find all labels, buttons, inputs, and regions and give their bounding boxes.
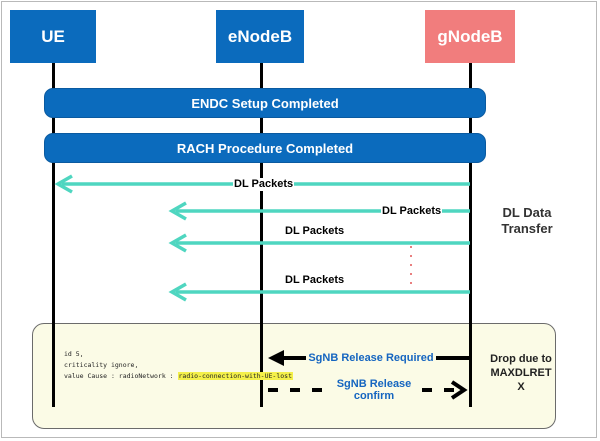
log-line-3: value Cause : radioNetwork : radio-conne… xyxy=(64,371,293,382)
release-confirm-line2: confirm xyxy=(353,390,395,402)
dl-data-transfer-label: DL Data Transfer xyxy=(490,205,564,237)
dl-arrow-3 xyxy=(168,233,470,253)
lifeline-gnodeb xyxy=(469,63,472,407)
rach-procedure-banner: RACH Procedure Completed xyxy=(44,133,486,163)
log-line-3-prefix: value Cause : radioNetwork : xyxy=(64,372,178,380)
dl-packets-label-3: DL Packets xyxy=(284,225,346,238)
dl-packets-label-2: DL Packets xyxy=(381,205,443,218)
sgnb-release-required-label: SgNB Release Required xyxy=(306,352,436,364)
dl-arrow-4 xyxy=(168,282,470,302)
release-region xyxy=(32,323,556,429)
entity-gnodeb: gNodeB xyxy=(425,10,515,63)
cause-highlight: radio-connection-with-UE-lost xyxy=(177,372,293,380)
cause-log: id 5, criticality ignore, value Cause : … xyxy=(64,349,293,382)
drop-reason-label: Drop due to MAXDLRET X xyxy=(482,352,560,394)
entity-ue: UE xyxy=(10,10,96,63)
log-line-2: criticality ignore, xyxy=(64,361,139,369)
dl-data-transfer-line2: Transfer xyxy=(501,221,553,236)
drop-line1: Drop due to xyxy=(490,353,552,365)
dl-data-transfer-line1: DL Data xyxy=(502,205,552,220)
entity-enodeb: eNodeB xyxy=(216,10,304,63)
log-line-1: id 5, xyxy=(64,350,84,358)
sgnb-release-confirm-label: SgNB Release confirm xyxy=(334,378,414,402)
drop-line3: X xyxy=(517,381,525,393)
dl-packets-label-4: DL Packets xyxy=(284,274,346,287)
lifeline-enodeb xyxy=(260,63,263,407)
dl-packets-label-1: DL Packets xyxy=(233,178,295,191)
drop-line2: MAXDLRET xyxy=(490,367,552,379)
lifeline-ue xyxy=(52,63,55,407)
endc-setup-banner: ENDC Setup Completed xyxy=(44,88,486,118)
release-confirm-line1: SgNB Release xyxy=(336,378,412,390)
